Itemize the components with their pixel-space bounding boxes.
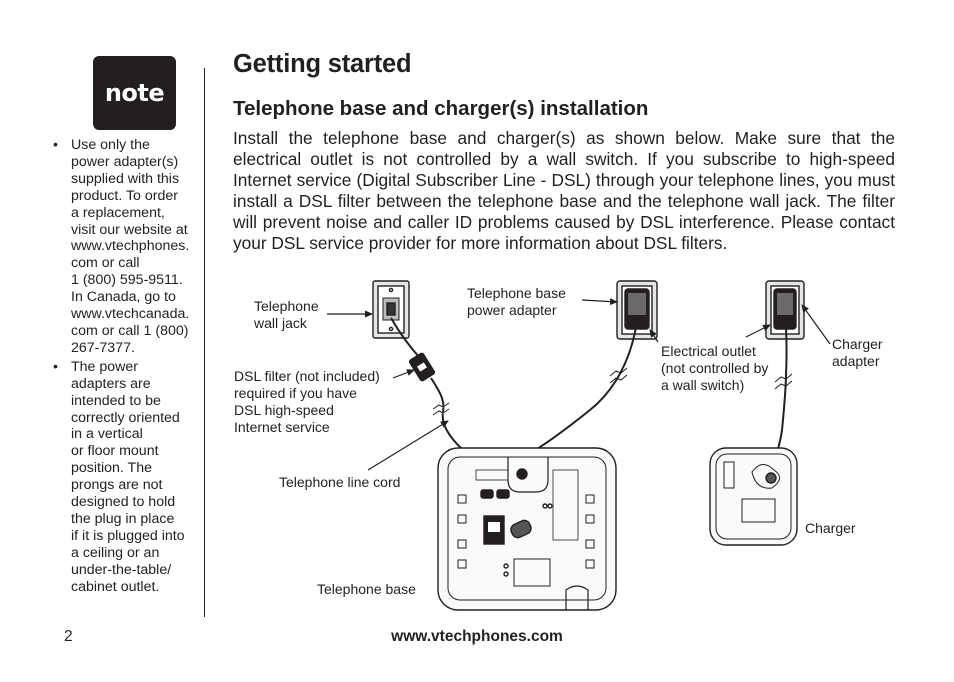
intro-paragraph: Install the telephone base and charger(s…	[233, 128, 895, 253]
note-item: • Use only the power adapter(s) supplied …	[52, 137, 202, 357]
label-telephone-wall-jack: Telephone wall jack	[254, 298, 319, 331]
charger-icon	[709, 447, 798, 546]
note-item: • The power adapters are intended to be c…	[52, 359, 202, 596]
label-base-power-adapter: Telephone base power adapter	[467, 285, 566, 318]
label-charger: Charger	[805, 520, 856, 536]
bullet: •	[53, 137, 58, 153]
wall-jack-icon	[372, 280, 410, 339]
label-charger-adapter: Charger adapter	[832, 336, 883, 369]
bullet: •	[53, 358, 58, 375]
sidebar-notes: • Use only the power adapter(s) supplied …	[52, 137, 202, 597]
outlet-icon	[616, 280, 658, 340]
outlet-icon	[765, 280, 805, 340]
note-text: Use only the power adapter(s) supplied w…	[71, 137, 190, 356]
page-title: Getting started	[233, 50, 412, 78]
telephone-base-icon	[437, 447, 617, 611]
dsl-filter-icon	[408, 352, 436, 382]
note-text: The power adapters are intended to be co…	[71, 358, 185, 595]
section-title: Telephone base and charger(s) installati…	[233, 97, 649, 120]
label-dsl-filter: DSL filter (not included) required if yo…	[234, 368, 380, 435]
label-electrical-outlet: Electrical outlet (not controlled by a w…	[661, 343, 769, 393]
sidebar-divider	[204, 68, 205, 617]
footer-url: www.vtechphones.com	[391, 628, 563, 645]
note-badge: note	[93, 56, 176, 130]
label-telephone-base: Telephone base	[317, 581, 416, 597]
note-label: note	[104, 79, 165, 107]
label-telephone-line-cord: Telephone line cord	[279, 474, 401, 490]
page-number: 2	[64, 628, 73, 645]
